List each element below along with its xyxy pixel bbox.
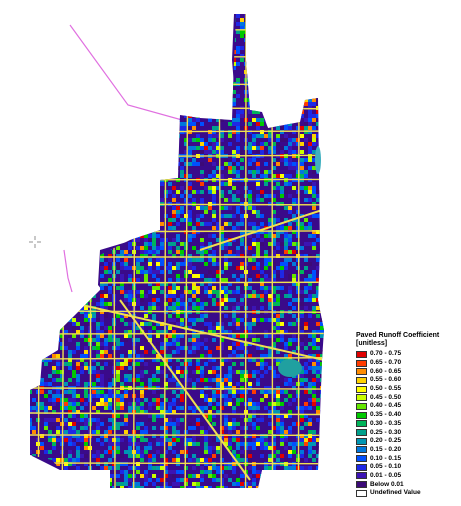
legend-entry: 0.50 - 0.55 [356,385,459,394]
legend-entry: 0.55 - 0.60 [356,376,459,385]
legend-entry: 0.70 - 0.75 [356,350,459,359]
legend-label: 0.45 - 0.50 [370,393,402,401]
legend-label: 0.40 - 0.45 [370,402,402,410]
legend-swatch [356,481,367,489]
legend-label: Below 0.01 [370,480,404,488]
legend-swatch [356,359,367,367]
legend-units: [unitless] [356,340,388,347]
legend-label: 0.15 - 0.20 [370,445,402,453]
legend-entry: 0.05 - 0.10 [356,463,459,472]
legend-entry: 0.15 - 0.20 [356,446,459,455]
legend-label: 0.20 - 0.25 [370,437,402,445]
legend-swatch [356,489,367,497]
legend-swatch [356,472,367,480]
legend-label: Undefined Value [370,489,421,497]
legend-swatch [356,385,367,393]
legend-swatch [356,394,367,402]
legend-entry: Undefined Value [356,489,459,498]
legend-entry: 0.20 - 0.25 [356,437,459,446]
legend-swatch [356,420,367,428]
legend-swatch [356,402,367,410]
legend-entry: 0.35 - 0.40 [356,411,459,420]
legend-swatch [356,368,367,376]
legend-entry: 0.01 - 0.05 [356,472,459,481]
map-legend: Paved Runoff Coefficient [unitless] 0.70… [356,332,459,498]
legend-entry: 0.30 - 0.35 [356,420,459,429]
legend-label: 0.30 - 0.35 [370,419,402,427]
legend-swatch [356,429,367,437]
legend-label: 0.65 - 0.70 [370,359,402,367]
legend-label: 0.01 - 0.05 [370,471,402,479]
legend-label: 0.60 - 0.65 [370,367,402,375]
legend-swatch [356,411,367,419]
legend-label: 0.55 - 0.60 [370,376,402,384]
legend-swatch [356,437,367,445]
legend-label: 0.35 - 0.40 [370,411,402,419]
legend-label: 0.50 - 0.55 [370,385,402,393]
legend-entry: 0.65 - 0.70 [356,359,459,368]
legend-label: 0.25 - 0.30 [370,428,402,436]
water-bodies [278,146,321,377]
legend-entry: 0.40 - 0.45 [356,402,459,411]
legend-swatch [356,463,367,471]
legend-title: Paved Runoff Coefficient [356,332,440,339]
boundary-line-north [69,24,201,121]
legend-swatch [356,455,367,463]
legend-entry: 0.60 - 0.65 [356,367,459,376]
lake [278,359,302,377]
legend-label: 0.10 - 0.15 [370,454,402,462]
legend-swatch [356,350,367,358]
legend-swatch [356,446,367,454]
legend-entry: 0.25 - 0.30 [356,428,459,437]
legend-label: 0.70 - 0.75 [370,350,402,358]
crosshair-icon [29,236,41,248]
legend-swatch [356,376,367,384]
legend-label: 0.05 - 0.10 [370,463,402,471]
legend-entry: 0.10 - 0.15 [356,454,459,463]
legend-entry: Below 0.01 [356,480,459,489]
lake [315,146,321,174]
boundary-line-west [63,249,73,293]
legend-entry: 0.45 - 0.50 [356,393,459,402]
